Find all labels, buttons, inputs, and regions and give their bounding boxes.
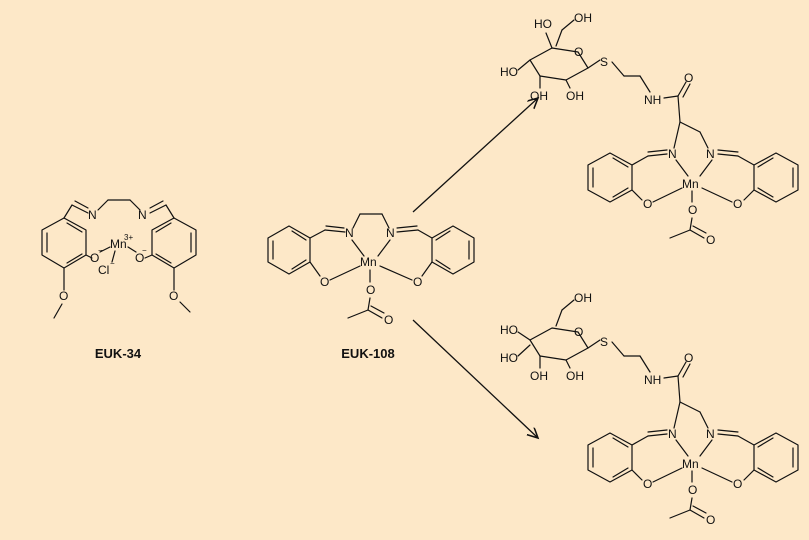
galacto-ho-c3: HO (500, 65, 518, 79)
euk34-cl-charge: − (110, 259, 115, 268)
euk34-n-right: N (138, 208, 147, 222)
euk108-n-right: N (386, 226, 395, 240)
gluco-ho-c3: HO (500, 351, 518, 365)
gluco-amide-o: O (684, 351, 693, 365)
galacto-oh-c4: HO (534, 17, 552, 31)
gluco-s: S (600, 335, 608, 349)
galacto-oh-c2: OH (530, 89, 548, 103)
galacto-acetate-o: O (688, 203, 697, 217)
euk108-mn: Mn (360, 255, 377, 269)
gluco-conjugate: O OH HO HO OH OH S NH O N N (500, 291, 799, 527)
euk34-n-left: N (88, 208, 97, 222)
euk34-label: EUK-34 (95, 346, 142, 361)
galacto-oh-c6: OH (574, 11, 592, 25)
euk34-phenoxide-o-left: O (90, 251, 99, 265)
euk108-n-left: N (345, 226, 354, 240)
galacto-amide-o: O (684, 71, 693, 85)
galacto-o-left: O (643, 197, 652, 211)
gluco-n-right: N (706, 427, 715, 441)
euk108-o-right: O (413, 275, 422, 289)
euk108-label: EUK-108 (341, 346, 394, 361)
arrow-to-gluco (412, 319, 538, 438)
euk108-o-left: O (320, 275, 329, 289)
euk34-cl: Cl (98, 263, 109, 277)
euk34-mn: Mn (110, 237, 127, 251)
gluco-mn: Mn (682, 457, 699, 471)
euk108-carbonyl-o: O (384, 313, 393, 327)
gluco-o-left: O (643, 477, 652, 491)
gluco-ho-c4: HO (500, 323, 518, 337)
gluco-acetate-o: O (688, 483, 697, 497)
gluco-ring-o: O (574, 325, 583, 339)
gluco-o-right: O (733, 477, 742, 491)
euk34-methoxy-o-right: O (169, 289, 178, 303)
galacto-conjugate: O HO OH HO OH OH S NH O N N (500, 11, 799, 247)
galacto-mn: Mn (682, 177, 699, 191)
gluco-oh-c2: OH (530, 369, 548, 383)
galacto-o-right: O (733, 197, 742, 211)
euk34-methoxy-o-left: O (59, 289, 68, 303)
euk108-structure: N N O O Mn O O (267, 213, 475, 327)
euk34-phenoxide-o-right: O (135, 251, 144, 265)
galacto-nh: NH (644, 93, 661, 107)
gluco-oh-c2b: OH (566, 369, 584, 383)
arrow-to-galacto (412, 98, 538, 213)
galacto-n-left: N (668, 147, 677, 161)
euk34-minus-left: − (98, 246, 103, 255)
galacto-ring-o: O (574, 45, 583, 59)
galacto-oh-c2b: OH (566, 89, 584, 103)
gluco-n-left: N (668, 427, 677, 441)
galacto-s: S (600, 55, 608, 69)
euk34-structure: O O − N N O O − Mn 3+ (41, 199, 197, 319)
gluco-nh: NH (644, 373, 661, 387)
gluco-oh-c6: OH (574, 291, 592, 305)
euk34-mn-charge: 3+ (124, 233, 133, 242)
gluco-carbonyl-o: O (706, 513, 715, 527)
galacto-n-right: N (706, 147, 715, 161)
galacto-carbonyl-o: O (706, 233, 715, 247)
euk108-acetate-o: O (366, 283, 375, 297)
euk34-minus-right: − (142, 246, 147, 255)
